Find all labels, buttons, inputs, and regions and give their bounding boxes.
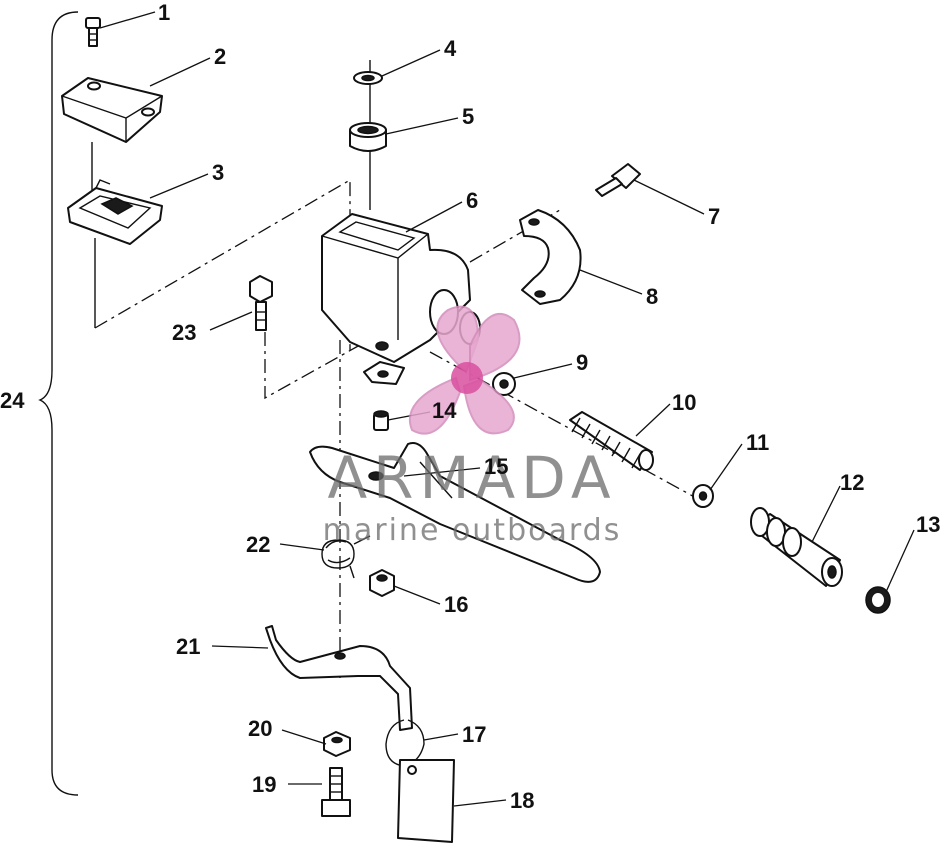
part-o-ring-13	[865, 586, 891, 614]
assembly-bracket	[38, 11, 79, 796]
callout-5: 5	[462, 104, 474, 129]
callout-11: 11	[746, 430, 769, 455]
callout-7: 7	[708, 204, 720, 229]
watermark-tagline: marine outboards	[323, 513, 622, 548]
part-washer-9	[492, 372, 516, 396]
watermark-brand: ARMADA	[327, 444, 616, 512]
part-diaphragm-3	[67, 179, 163, 245]
part-piston-12	[750, 507, 843, 587]
callout-21: 21	[176, 634, 200, 659]
part-tag-18	[397, 759, 455, 843]
part-clamp-8	[519, 209, 582, 305]
watermark: ARMADA marine outboards	[323, 305, 622, 548]
part-lever-15	[309, 442, 601, 583]
callout-9: 9	[576, 350, 588, 375]
callout-13: 13	[916, 512, 940, 537]
part-clamp-bolt-7	[595, 163, 641, 197]
callout-12: 12	[840, 470, 864, 495]
callout-1: 1	[158, 0, 170, 25]
part-washer-4	[353, 71, 383, 85]
part-nut-20	[323, 731, 351, 757]
callout-6: 6	[466, 188, 478, 213]
callout-17: 17	[462, 722, 486, 747]
part-bushing-14	[373, 410, 389, 431]
part-boot-5	[349, 122, 387, 152]
part-screw-1	[85, 17, 101, 47]
callout-10: 10	[672, 390, 696, 415]
part-nut-16	[369, 569, 395, 597]
callout-3: 3	[212, 160, 224, 185]
callout-14: 14	[432, 398, 457, 423]
part-bolt-19	[321, 767, 351, 817]
callout-19: 19	[252, 772, 276, 797]
callout-18: 18	[510, 788, 534, 813]
part-spring-10	[569, 411, 654, 471]
callout-2: 2	[214, 44, 226, 69]
callout-4: 4	[444, 36, 457, 61]
assembly-line-bolt	[264, 332, 361, 400]
callout-20: 20	[248, 716, 272, 741]
callout-24: 24	[0, 388, 25, 413]
assembly-line-axis	[429, 351, 701, 501]
part-reservoir-cap-2	[61, 77, 163, 143]
callout-15: 15	[484, 454, 508, 479]
callout-23: 23	[172, 320, 196, 345]
part-bracket-21	[265, 625, 413, 731]
leader-lines	[99, 11, 915, 807]
callout-labels: 1 2 3 4 5 6 7 8 9 10 11 12 13 14 15 16 1…	[0, 0, 940, 813]
callout-8: 8	[646, 284, 658, 309]
callout-22: 22	[246, 532, 270, 557]
part-pivot-bolt-23	[249, 275, 273, 331]
part-torsion-spring-22	[321, 535, 371, 579]
watermark-propeller-logo	[408, 305, 521, 435]
callout-16: 16	[444, 592, 468, 617]
part-washer-11	[692, 484, 714, 508]
